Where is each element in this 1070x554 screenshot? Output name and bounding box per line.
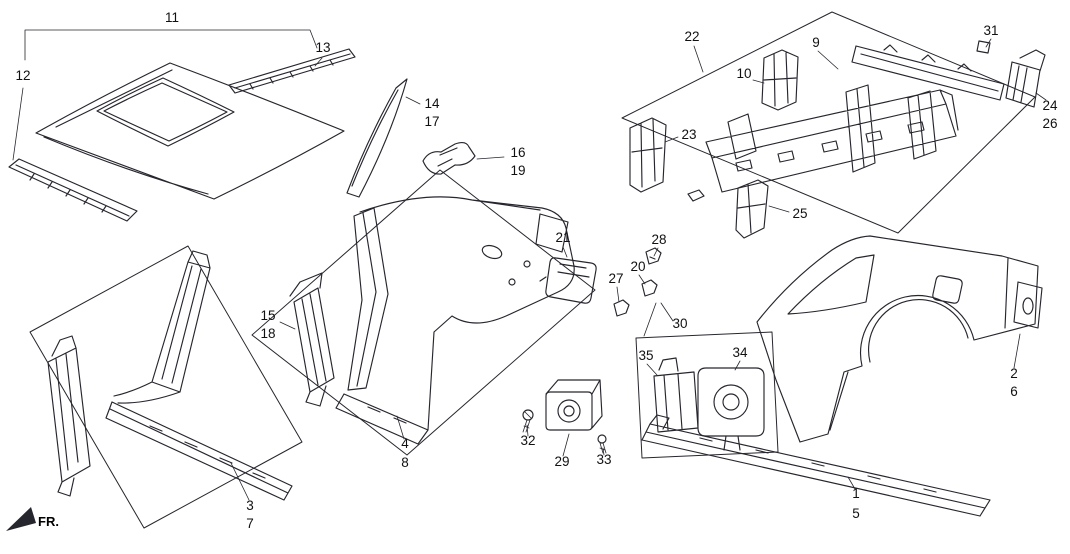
rear-bulkhead-panel (687, 84, 959, 202)
bodyside-inner-panel (335, 196, 575, 445)
fuel-lid-plate (539, 257, 597, 304)
assembly-bracket-11 (24, 29, 318, 61)
pillar-bracket (422, 141, 476, 175)
callout-24: 24 (1042, 98, 1058, 113)
callout-9: 9 (812, 35, 820, 50)
callout-12: 12 (15, 68, 30, 83)
callout-32: 32 (520, 433, 535, 448)
screw-32 (522, 409, 534, 433)
fuel-filler-recess (697, 367, 765, 451)
clip-28 (645, 247, 662, 265)
callout-17: 17 (424, 114, 439, 129)
callout-4: 4 (401, 436, 409, 451)
clip-27 (613, 299, 630, 317)
callout-2: 2 (1010, 366, 1018, 381)
callout-7: 7 (246, 516, 254, 531)
screw-33 (597, 434, 607, 454)
callout-28: 28 (651, 232, 666, 247)
callout-15: 15 (260, 308, 275, 323)
fr-indicator: FR. (6, 507, 59, 531)
callout-13: 13 (315, 40, 330, 55)
callout-labels: 11 12 13 14 17 16 19 22 9 10 31 24 26 23… (15, 10, 1058, 531)
fr-arrow-icon (6, 507, 36, 531)
center-panel-box (251, 169, 596, 456)
callout-5: 5 (852, 506, 860, 521)
callout-11: 11 (165, 10, 179, 25)
right-quarter-panel (756, 235, 1043, 443)
callout-35: 35 (638, 348, 653, 363)
rear-bulkhead-box (621, 11, 1036, 234)
bulkhead-bracket-lower (735, 179, 769, 239)
callout-1: 1 (852, 486, 860, 501)
callout-22: 22 (684, 29, 699, 44)
callout-8: 8 (401, 455, 409, 470)
callout-14: 14 (424, 96, 440, 111)
left-bodyside-panel (105, 250, 293, 501)
roof-strip-left (8, 158, 138, 222)
roof-panel (35, 62, 345, 200)
callout-27: 27 (608, 271, 623, 286)
filler-adapter (545, 379, 603, 431)
fr-label: FR. (38, 514, 59, 529)
callout-18: 18 (260, 326, 275, 341)
callout-20: 20 (630, 259, 645, 274)
callout-23: 23 (681, 127, 696, 142)
rear-shelf-rail (851, 40, 1046, 108)
bulkhead-bracket-left (629, 117, 667, 193)
callout-29: 29 (554, 454, 569, 469)
leader-lines (12, 38, 1047, 501)
callout-19: 19 (510, 163, 525, 178)
callout-6: 6 (1010, 384, 1018, 399)
right-sill (641, 414, 991, 517)
callout-16: 16 (510, 145, 525, 160)
clip-20 (641, 279, 658, 297)
callout-26: 26 (1042, 116, 1057, 131)
callout-25: 25 (792, 206, 807, 221)
callout-3: 3 (246, 498, 254, 513)
callout-21: 21 (555, 230, 570, 245)
fuel-filler-box (635, 331, 779, 459)
bulkhead-bracket-upper (761, 49, 799, 111)
callout-34: 34 (732, 345, 748, 360)
left-panel-box (29, 245, 303, 529)
roof-strip-right (228, 48, 356, 94)
front-pillar-inner (47, 335, 91, 497)
callout-10: 10 (736, 66, 751, 81)
callout-33: 33 (596, 452, 611, 467)
fuel-filler-bracket (653, 357, 699, 433)
callout-31: 31 (983, 23, 998, 38)
center-pillar-stiffener (289, 272, 335, 407)
callout-30: 30 (672, 316, 687, 331)
front-pillar-stiffener (346, 78, 408, 198)
